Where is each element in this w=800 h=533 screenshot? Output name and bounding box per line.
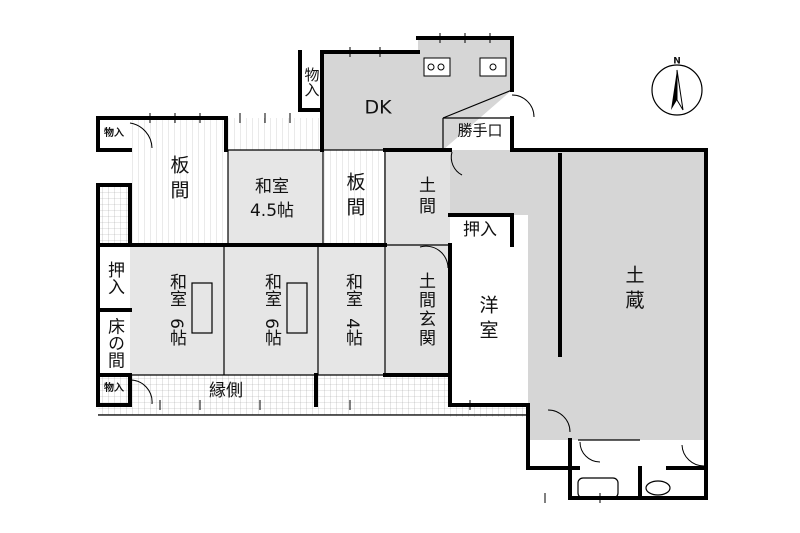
compass: N — [651, 57, 703, 116]
kitchen-door-label: 勝手口 — [457, 122, 502, 140]
sink-drain — [489, 63, 497, 71]
oshiire-right-label: 押入 — [463, 220, 497, 240]
washitsu-45-area — [228, 150, 323, 245]
dozo-label: 土蔵 — [623, 265, 645, 315]
closet-left-floor — [98, 185, 130, 245]
stove-burner-left — [427, 63, 435, 71]
washitsu-45-size: 4.5帖 — [250, 201, 294, 221]
washitsu-6b-label: 和室 — [261, 273, 282, 307]
tokonoma-label: 床の間 — [104, 317, 125, 369]
entrance-tiles — [385, 375, 450, 415]
doma-area — [385, 150, 450, 380]
storage-dk-label: 物入 — [303, 67, 321, 97]
storage-tl-label: 物入 — [104, 126, 124, 139]
washitsu-45-label: 和室 — [255, 177, 289, 197]
yoshitsu-label: 洋室 — [477, 295, 499, 345]
dk-area — [322, 38, 512, 150]
toilet — [645, 480, 671, 496]
stove — [423, 57, 451, 77]
itama-mid-label: 板間 — [344, 172, 366, 222]
window-ticks — [149, 33, 601, 503]
engawa-floor — [98, 375, 388, 415]
storage-bl-label: 物入 — [104, 381, 124, 394]
washitsu-4-label: 和室 — [342, 273, 363, 307]
dozo-area — [528, 150, 706, 468]
door-swings — [129, 94, 705, 467]
oshiire-left-label: 押入 — [104, 261, 125, 295]
north-arrow-outline — [676, 69, 684, 111]
north-arrow-icon — [671, 70, 677, 110]
engawa-label: 縁側 — [209, 381, 243, 401]
compass-north-label: N — [673, 57, 681, 67]
dk-label: DK — [364, 97, 392, 119]
stove-burner-right — [437, 63, 445, 71]
itama-left-label: 板間 — [168, 155, 190, 205]
corridor-floor — [228, 118, 322, 150]
doma-genkan-label: 土間玄関 — [415, 272, 436, 348]
sink — [479, 57, 507, 77]
washitsu-6a-size: 6帖 — [166, 318, 186, 346]
interior-lines — [98, 89, 640, 441]
dozo-corridor — [450, 150, 530, 215]
doma-top-label: 土間 — [415, 176, 436, 218]
washitsu-6b-size: 6帖 — [261, 318, 281, 346]
itama-mid-floor — [323, 150, 385, 245]
yoshitsu-area — [450, 245, 528, 405]
washitsu-row-area — [130, 245, 385, 375]
washitsu-4-size: 4帖 — [342, 318, 362, 346]
washitsu-6a-label: 和室 — [166, 273, 187, 307]
walls — [96, 36, 708, 500]
itama-left-floor — [130, 118, 226, 245]
